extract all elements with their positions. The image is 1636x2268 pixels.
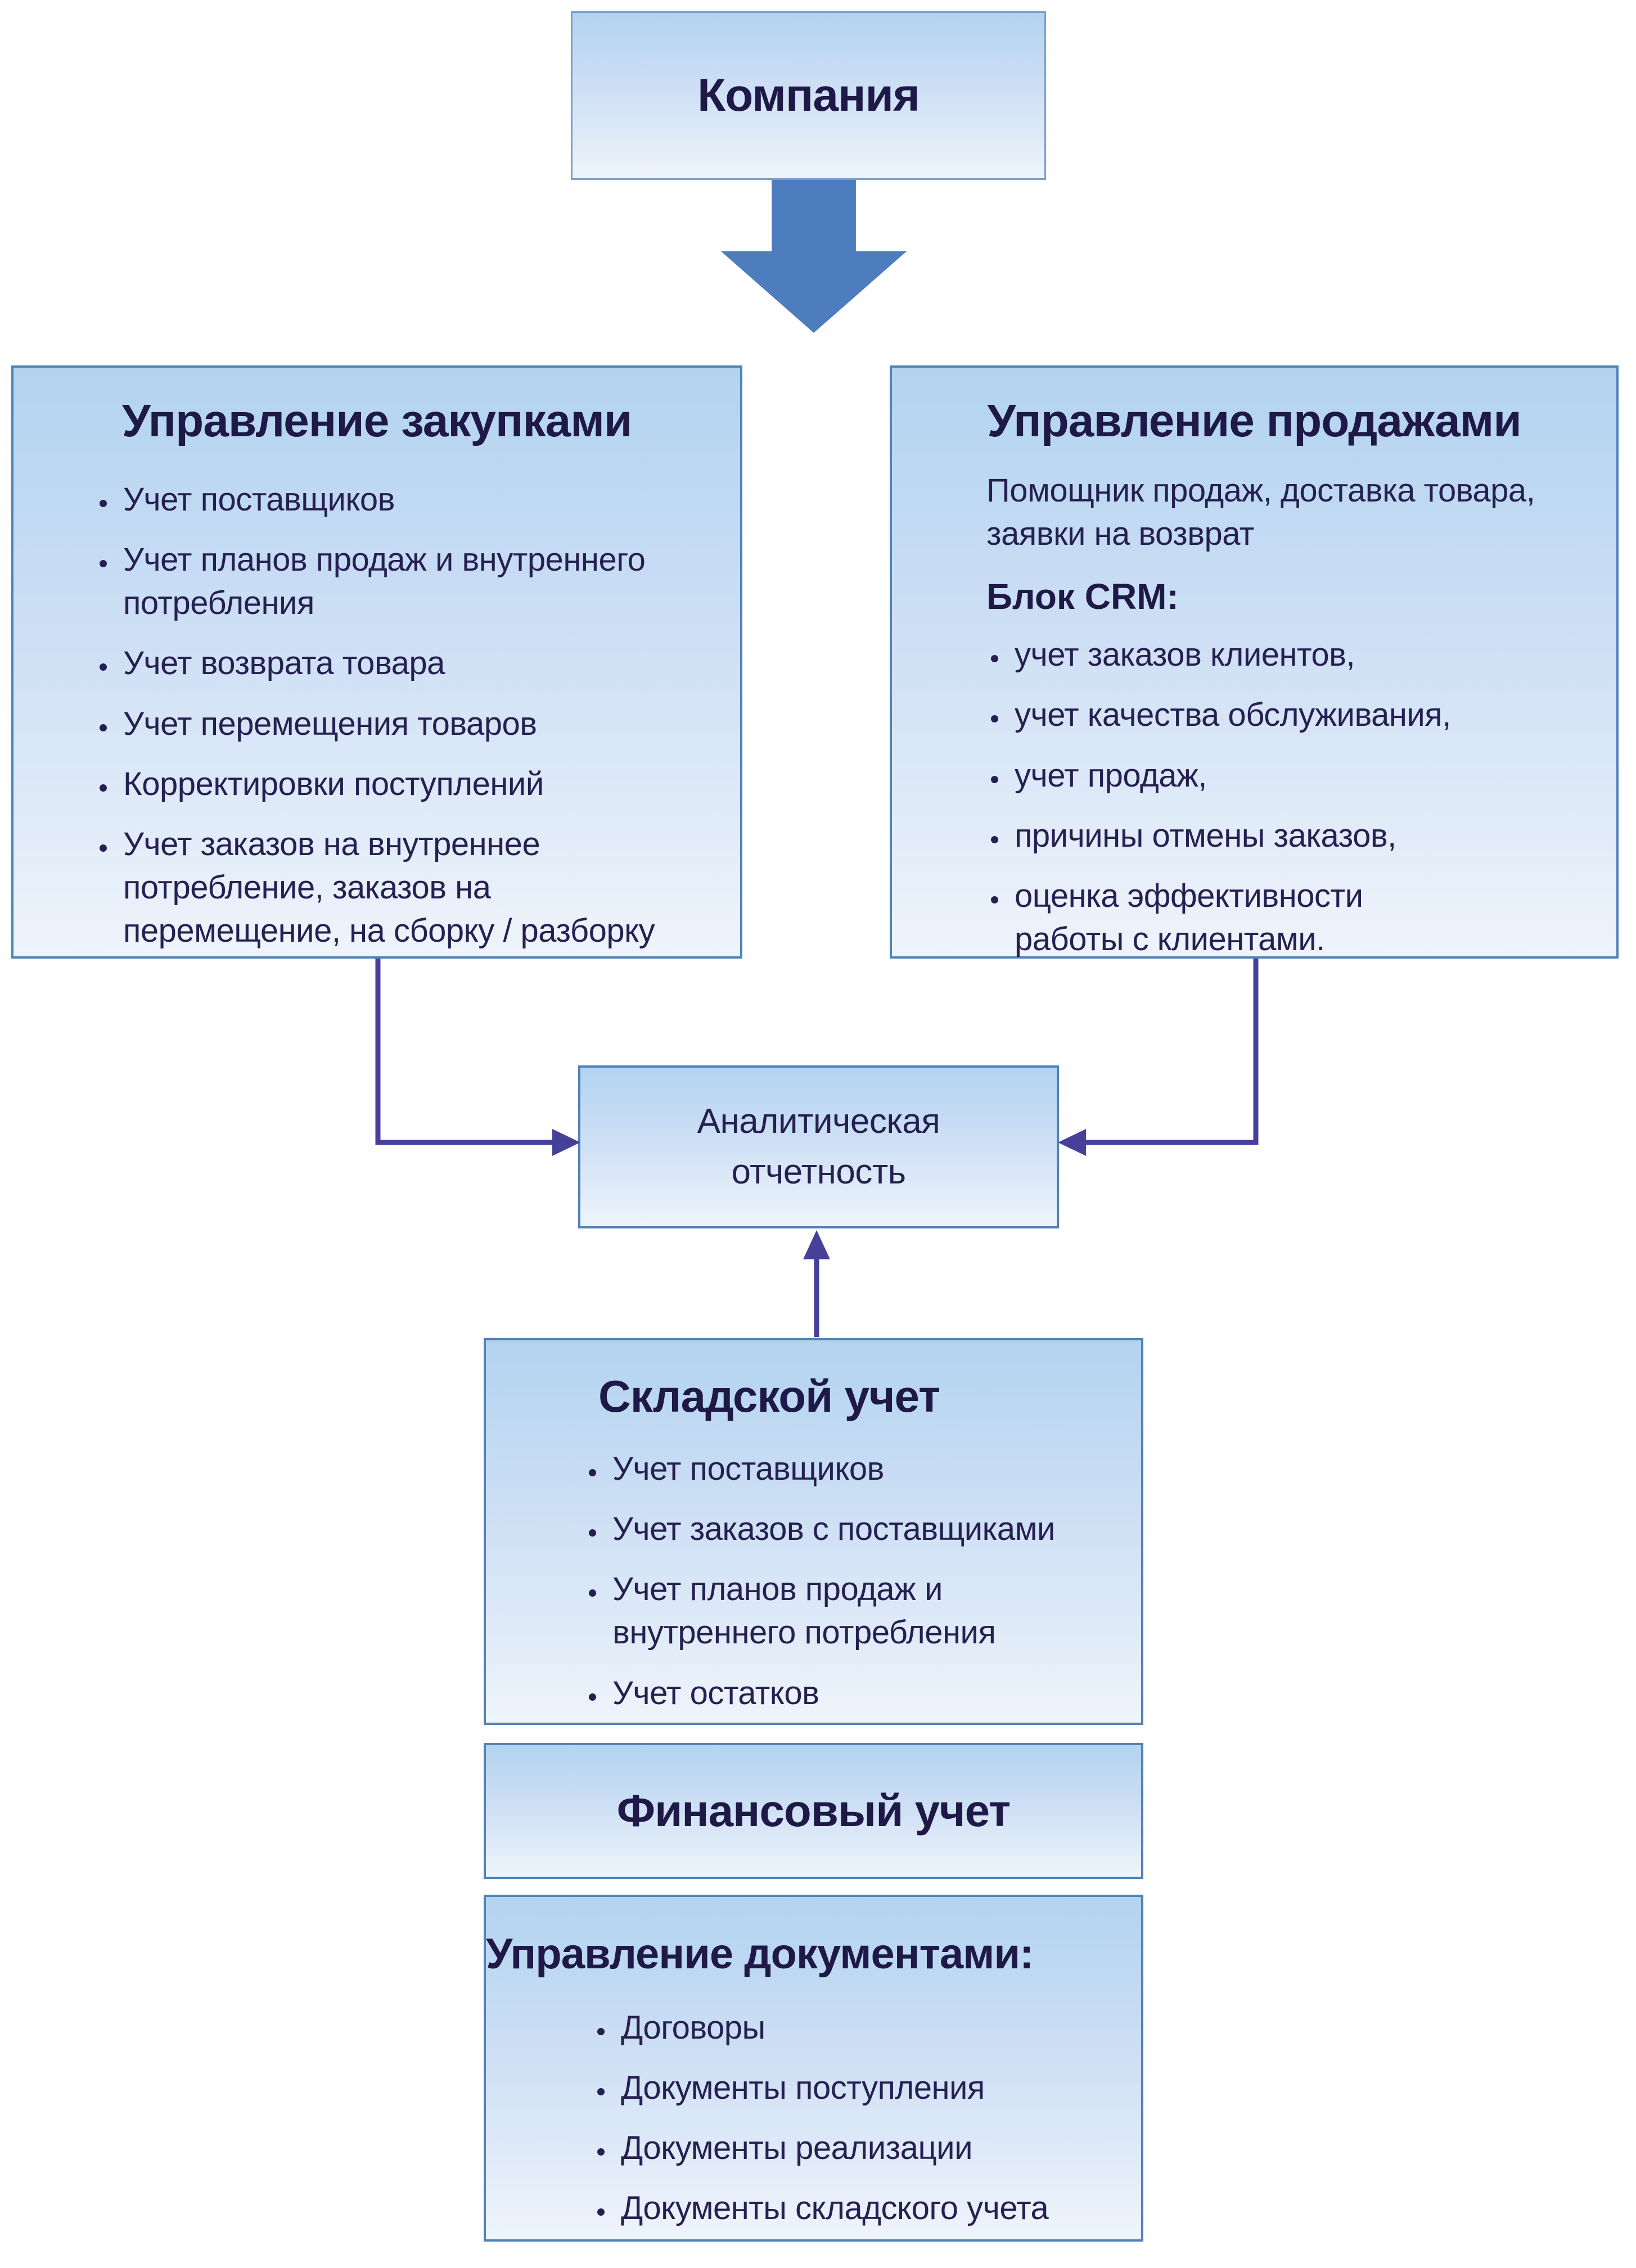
list-item: Корректировки поступлений [118,762,720,806]
purchasing-title: Управление закупками [121,395,633,446]
sales-box: Управление продажами Помощник продаж, до… [890,365,1619,959]
crm-bullet-list: учет заказов клиентов, учет качества обс… [986,633,1597,961]
analytics-box: Аналитическая отчетность [578,1065,1059,1228]
list-item: Учет поставщиков [118,478,720,521]
list-item: учет качества обслуживания, [1009,693,1591,737]
list-item: причины отмены заказов, [1009,814,1591,857]
analytics-title: Аналитическая отчетность [697,1102,940,1191]
list-item: Учет планов продаж и внутреннего потребл… [118,538,720,625]
sales-content: Помощник продаж, доставка товара, заявки… [892,469,1616,961]
list-item: Документы реализации [615,2126,1130,2170]
warehouse-to-analytics-arrow [803,1230,830,1337]
list-item: Учет остатков [607,1671,1130,1715]
list-item: Учет поставщиков [607,1447,1130,1490]
documents-title: Управление документами: [486,1930,1034,1978]
list-item: Учет заказов на внутреннее потребление, … [118,823,720,952]
sales-intro-text: Помощник продаж, доставка товара, заявки… [986,472,1535,553]
sales-title: Управление продажами [987,395,1521,446]
purchasing-bullet-list: Учет поставщиков Учет планов продаж и вн… [13,478,740,952]
list-item: оценка эффективности работы с клиентами. [1009,874,1591,961]
list-item: Документы складского учета [615,2186,1130,2230]
documents-bullet-list: Договоры Документы поступления Документы… [486,2006,1141,2230]
finance-box: Финансовый учет [484,1743,1143,1879]
list-item: Договоры [615,2006,1130,2049]
warehouse-box: Складской учет Учет поставщиков Учет зак… [484,1338,1143,1725]
purchasing-to-analytics-arrow [375,959,580,1156]
list-item: Учет перемещения товаров [118,702,720,746]
purchasing-box: Управление закупками Учет поставщиков Уч… [11,365,742,959]
crm-heading: Блок CRM: [986,576,1179,617]
list-item: учет заказов клиентов, [1009,633,1591,676]
finance-title: Финансовый учет [616,1786,1011,1836]
list-item: Учет возврата товара [118,641,720,685]
company-title: Компания [697,69,920,121]
list-item: Учет планов продаж и внутреннего потребл… [607,1567,1130,1654]
down-arrow-icon [721,180,907,333]
sales-to-analytics-arrow [1058,959,1259,1156]
warehouse-title: Складской учет [598,1371,940,1421]
company-box: Компания [571,11,1046,180]
list-item: Документы поступления [615,2066,1130,2109]
warehouse-bullet-list: Учет поставщиков Учет заказов с поставщи… [486,1447,1141,1715]
list-item: Учет заказов с поставщиками [607,1507,1130,1551]
documents-box: Управление документами: Договоры Докумен… [484,1895,1143,2242]
list-item: учет продаж, [1009,754,1591,797]
